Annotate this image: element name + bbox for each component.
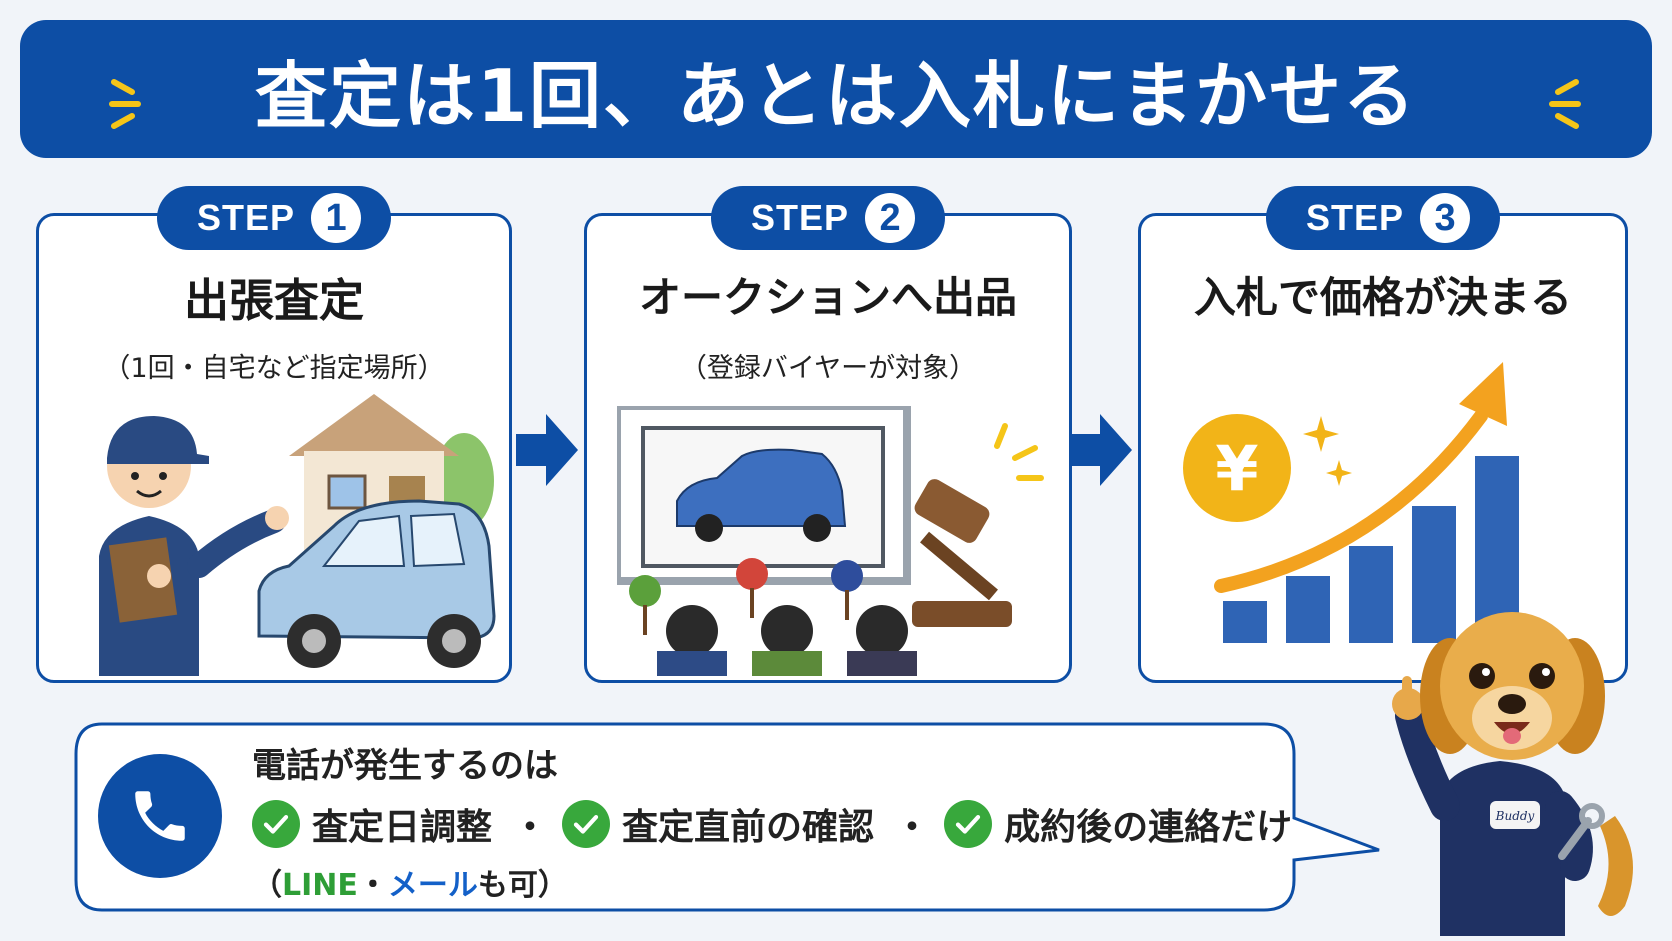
step-badge: STEP 1 [156,186,392,250]
check-icon [562,800,611,848]
check-item-label: 査定直前の確認 [622,807,875,848]
phone-callout: 電話が発生するのは 査定日調整 ・ 査定直前の確認 ・ 成約後の連絡だけ （LI… [74,720,1380,912]
arrow-right-icon [1070,414,1132,486]
headline-banner: 査定は1回、あとは入札にまかせる [20,20,1652,158]
step-card-2: STEP 2 オークションへ出品 （登録バイヤーが対象） [584,186,1072,683]
sparkle-icon [1549,79,1581,129]
mascot-badge: Buddy [1495,809,1535,823]
step-badge: STEP 3 [1265,186,1501,250]
auction-illustration [617,406,1044,676]
check-item: 査定直前の確認 [562,798,874,850]
check-icon [944,800,993,848]
inspector-house-car-illustration [99,394,496,676]
arrow-right-icon [516,414,578,486]
yen-coin-icon: ¥ [1215,432,1258,505]
step-number: 2 [865,193,916,243]
check-item-label: 成約後の連絡だけ [1004,807,1293,848]
mail-label: メール [387,868,478,903]
check-item-label: 査定日調整 [312,807,493,848]
sparkle-icon [109,79,141,129]
contact-note: （LINE・メールも可） [252,868,568,903]
step-title: 入札で価格が決まる [1193,273,1572,322]
check-item: 査定日調整 [252,798,492,850]
step-title: オークションへ出品 [638,273,1017,322]
growth-arrow-icon [1214,409,1488,593]
step-number: 3 [1420,193,1471,243]
check-item: 成約後の連絡だけ [944,798,1292,850]
step-card-3: STEP 3 入札で価格が決まる ¥ [1138,186,1628,683]
step-title: 出張査定 [183,274,364,327]
separator: ・ [512,807,549,848]
step-badge: STEP 2 [710,186,946,250]
check-icon [252,800,300,848]
step-card-1: STEP 1 出張査定 （1回・自宅など指定場所） [36,186,512,683]
phone-icon [98,754,222,878]
speech-bubble [74,722,1380,912]
step-label: STEP [750,197,850,238]
step-number: 1 [311,193,362,243]
step-subtitle: （登録バイヤーが対象） [679,353,977,384]
check-list: 査定日調整 ・ 査定直前の確認 ・ 成約後の連絡だけ [252,798,1298,850]
separator: ・ [894,807,931,848]
step-label: STEP [196,197,296,238]
callout-title: 電話が発生するのは [252,746,558,786]
step-subtitle: （1回・自宅など指定場所） [103,353,445,384]
page-title: 査定は1回、あとは入札にまかせる [254,53,1418,138]
step-label: STEP [1305,197,1405,238]
price-growth-illustration: ¥ [1183,362,1519,643]
mascot-dog: Buddy [1392,612,1633,936]
line-label: LINE [282,868,358,903]
